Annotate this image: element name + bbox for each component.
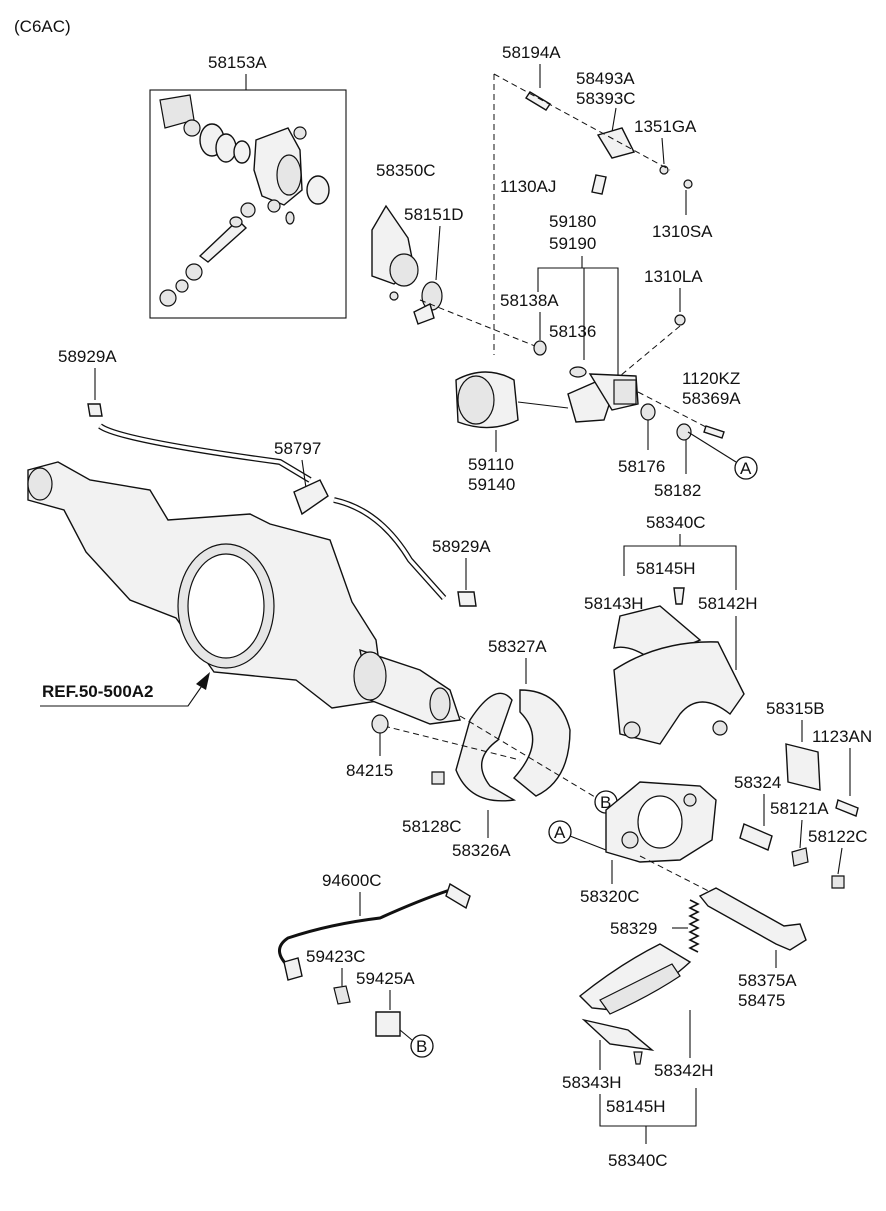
differential-kit-group bbox=[149, 74, 347, 319]
label-84215: 84215 bbox=[346, 761, 393, 780]
label-58145H-bot: 58145H bbox=[606, 1097, 666, 1116]
label-1310LA: 1310LA bbox=[644, 267, 703, 286]
label-59180: 59180 bbox=[549, 212, 596, 231]
label-58194A: 58194A bbox=[502, 43, 561, 62]
brake-chamber-group bbox=[455, 366, 639, 429]
label-58369A: 58369A bbox=[682, 389, 741, 408]
label-59423C: 59423C bbox=[306, 947, 366, 966]
label-1351GA: 1351GA bbox=[634, 117, 697, 136]
label-58340C-bot: 58340C bbox=[608, 1151, 668, 1170]
label-1130AJ: 1130AJ bbox=[500, 177, 556, 196]
rivet-part bbox=[673, 587, 685, 605]
bolt-58369A-part bbox=[703, 425, 725, 439]
callout-b-mid-text: B bbox=[600, 793, 611, 812]
return-spring-part bbox=[688, 899, 700, 953]
label-58143H-top: 58143H bbox=[584, 594, 644, 613]
model-code: (C6AC) bbox=[14, 17, 71, 36]
adjuster-plate-part bbox=[785, 743, 821, 791]
callout-a-mid-text: A bbox=[554, 823, 566, 842]
camshaft-part bbox=[698, 887, 807, 951]
kit-box bbox=[149, 89, 347, 319]
label-59140: 59140 bbox=[468, 475, 515, 494]
callout-b-bot bbox=[410, 1034, 434, 1058]
dust-shield-upper-part bbox=[512, 689, 571, 797]
label-58343H: 58343H bbox=[562, 1073, 622, 1092]
label-59110: 59110 bbox=[468, 455, 514, 474]
label-58797: 58797 bbox=[274, 439, 321, 458]
label-1123AN: 1123AN bbox=[812, 727, 872, 746]
label-59190: 59190 bbox=[549, 234, 596, 253]
washer-part bbox=[659, 165, 669, 175]
dust-shield-lower-part bbox=[455, 692, 517, 802]
label-58136: 58136 bbox=[549, 322, 596, 341]
pinion-shaft-part bbox=[198, 219, 248, 263]
label-58342H-bot: 58342H bbox=[654, 1061, 714, 1080]
callout-a-mid bbox=[548, 820, 572, 844]
bushing-part bbox=[739, 823, 773, 851]
label-58350C: 58350C bbox=[376, 161, 436, 180]
label-58151D: 58151D bbox=[404, 205, 464, 224]
bleeder-screw-part bbox=[525, 91, 551, 111]
bolt-part bbox=[591, 174, 607, 195]
label-58315B: 58315B bbox=[766, 699, 825, 718]
callout-a-top-text: A bbox=[740, 459, 752, 478]
callout-a-top bbox=[734, 456, 758, 480]
label-58329: 58329 bbox=[610, 919, 657, 938]
label-58393C: 58393C bbox=[576, 89, 636, 108]
label-58320C: 58320C bbox=[580, 887, 640, 906]
seal-ring-part bbox=[533, 340, 547, 356]
label-58176: 58176 bbox=[618, 457, 665, 476]
sensor-bushing-part bbox=[333, 985, 351, 1005]
label-58493A: 58493A bbox=[576, 69, 635, 88]
label-58340C-top: 58340C bbox=[646, 513, 706, 532]
label-58138A: 58138A bbox=[500, 291, 559, 310]
label-58475: 58475 bbox=[738, 991, 785, 1010]
abs-sensor-part bbox=[283, 957, 303, 981]
sensor-connector-part bbox=[445, 882, 471, 910]
label-58153A: 58153A bbox=[208, 53, 267, 72]
label-59425A: 59425A bbox=[356, 969, 415, 988]
hose-fitting-part bbox=[87, 403, 103, 417]
label-58327A: 58327A bbox=[488, 637, 547, 656]
label-58929A-mid: 58929A bbox=[432, 537, 491, 556]
label-58182: 58182 bbox=[654, 481, 701, 500]
bracket-part bbox=[596, 127, 636, 159]
label-94600C: 94600C bbox=[322, 871, 382, 890]
callout-b-bot-text: B bbox=[416, 1037, 427, 1056]
lining-lower-part bbox=[581, 1018, 655, 1052]
oil-seal-part bbox=[371, 714, 389, 734]
hose-bracket-part bbox=[293, 479, 329, 516]
ref-link[interactable]: REF.50-500A2 bbox=[42, 682, 154, 701]
label-58145H-top: 58145H bbox=[636, 559, 696, 578]
label-58326A: 58326A bbox=[452, 841, 511, 860]
label-58142H: 58142H bbox=[698, 594, 758, 613]
label-58122C: 58122C bbox=[808, 827, 868, 846]
label-1310SA: 1310SA bbox=[652, 222, 713, 241]
axle-housing-group bbox=[27, 461, 461, 725]
shoe-upper-part bbox=[613, 641, 745, 745]
sensor-clip-part bbox=[375, 1011, 401, 1037]
label-1120KZ: 1120KZ bbox=[682, 369, 740, 388]
label-58128C-text: 58128C bbox=[402, 817, 462, 836]
nut-part bbox=[674, 314, 686, 326]
label-58324: 58324 bbox=[734, 773, 781, 792]
label-58121A: 58121A bbox=[770, 799, 829, 818]
label-58375A: 58375A bbox=[738, 971, 797, 990]
label-58929A-top: 58929A bbox=[58, 347, 117, 366]
